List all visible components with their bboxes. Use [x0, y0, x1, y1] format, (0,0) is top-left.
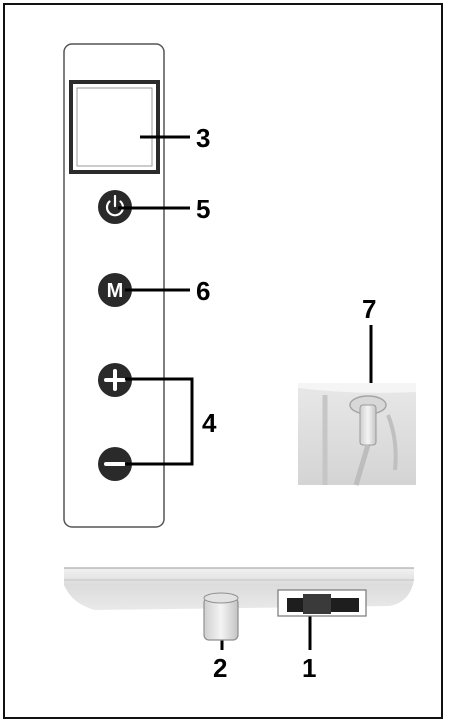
callout-plug: 2	[213, 653, 227, 683]
callout-display: 3	[196, 123, 210, 153]
power-button[interactable]	[98, 190, 132, 224]
mode-icon: M	[107, 280, 124, 302]
minus-button[interactable]	[98, 447, 132, 481]
callout-switch: 1	[302, 653, 316, 683]
mode-button[interactable]: M	[98, 273, 132, 307]
plus-icon	[104, 369, 126, 391]
display-window	[69, 80, 160, 174]
power-icon	[105, 194, 125, 217]
cable-connector-photo	[298, 383, 416, 486]
leader-bracket-adjust	[125, 377, 194, 466]
plug-socket	[203, 592, 239, 641]
plus-button[interactable]	[98, 363, 132, 397]
callout-adjust: 4	[202, 408, 217, 438]
power-switch	[277, 589, 367, 617]
base-side-photo	[64, 567, 414, 641]
callout-mode: 6	[196, 276, 210, 306]
callout-power: 5	[196, 194, 210, 224]
callout-cable: 7	[362, 294, 376, 324]
